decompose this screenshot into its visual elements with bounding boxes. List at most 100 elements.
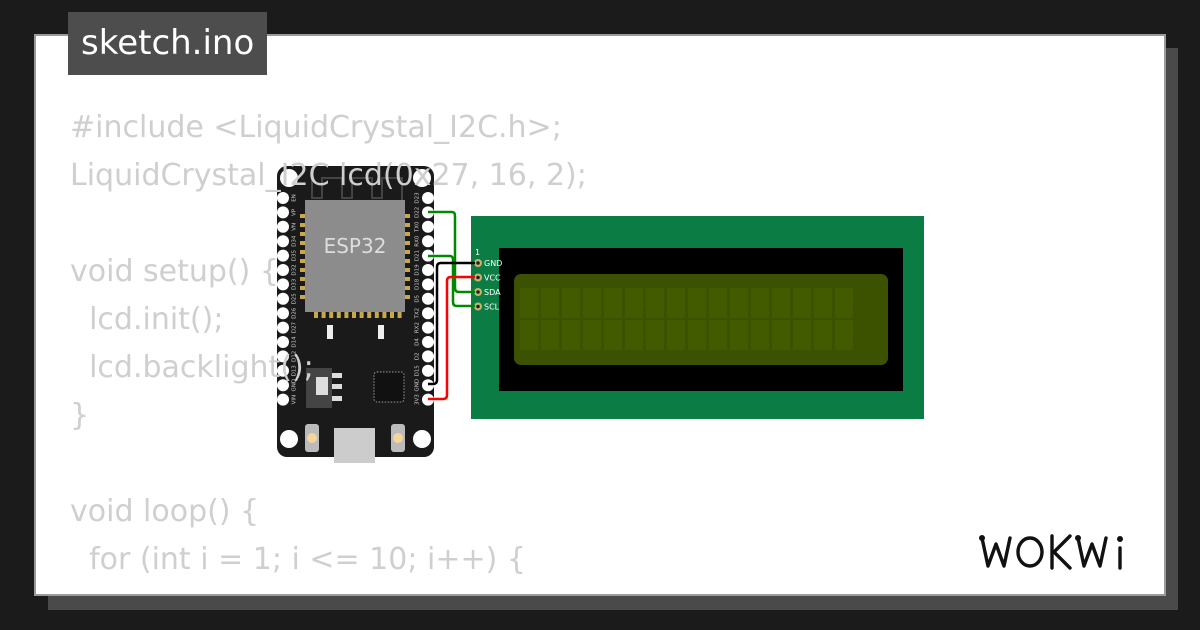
lcd-pin-label: SCL: [484, 303, 500, 312]
pin-label: D33: [292, 278, 298, 290]
lcd-char-cell: [541, 320, 559, 350]
usb-port: [334, 428, 375, 463]
lcd-char-cell: [625, 288, 643, 318]
lcd-char-cell: [604, 288, 622, 318]
pin-label: D25: [292, 293, 298, 305]
esp32-pin[interactable]: [277, 393, 289, 406]
pin-label: 3V3: [415, 394, 421, 405]
pin-label: D2: [415, 353, 421, 361]
pin-label: TX0: [415, 221, 421, 233]
lcd-pin-label: SDA: [484, 288, 501, 297]
lcd-char-cell: [625, 320, 643, 350]
lcd-char-cell: [751, 288, 769, 318]
esp32-pin[interactable]: [277, 264, 289, 276]
pin1-marker: 1: [475, 248, 480, 257]
pin-label: VN: [292, 223, 298, 231]
esp32-pin[interactable]: [277, 249, 289, 262]
esp32-chip: [305, 200, 405, 312]
wires[interactable]: [428, 210, 475, 401]
lcd-char-cell: [646, 320, 664, 350]
wire-gnd: [428, 261, 475, 386]
pin-label: D12: [292, 351, 298, 362]
esp32-pin[interactable]: [422, 192, 434, 204]
lcd-char-cell: [688, 320, 706, 350]
pin-label: RX0: [415, 235, 421, 247]
lcd-char-cell: [835, 320, 853, 350]
esp32-pin[interactable]: [277, 206, 289, 219]
pin-label: TX2: [415, 308, 421, 320]
pin-label: D14: [292, 336, 298, 348]
esp32-pin[interactable]: [277, 336, 289, 348]
esp32-pin[interactable]: [422, 321, 434, 334]
pin-label: VIN: [292, 395, 298, 405]
pin-label: D18: [415, 278, 421, 290]
lcd-char-cell: [541, 288, 559, 318]
pin-label: EN: [292, 194, 298, 202]
esp32-pin[interactable]: [422, 292, 434, 305]
wire-sda: [428, 210, 475, 294]
lcd-char-cell: [583, 320, 601, 350]
lcd-char-cell: [562, 320, 580, 350]
esp32-pin[interactable]: [422, 350, 434, 363]
wokwi-logo: [979, 534, 1123, 570]
pin-label: D23: [415, 192, 421, 204]
lcd-char-cell: [814, 320, 832, 350]
esp32-pin[interactable]: [422, 278, 434, 291]
lcd-char-cell: [751, 320, 769, 350]
lcd-char-cell: [520, 288, 538, 318]
pin-label: D5: [415, 294, 421, 302]
esp32-pin[interactable]: [277, 278, 289, 291]
lcd-screen: [514, 274, 888, 365]
lcd-char-cell: [772, 288, 790, 318]
esp32-pin[interactable]: [422, 336, 434, 348]
esp32-pin[interactable]: [277, 350, 289, 363]
esp32-pin[interactable]: [277, 379, 289, 392]
esp32-board[interactable]: ESP32 ENVPVND34D35D32D33D25D26D27D14D12D…: [277, 166, 434, 463]
esp32-pin[interactable]: [422, 220, 434, 233]
pin-label: D27: [292, 321, 298, 333]
lcd-pin-label: VCC: [484, 274, 501, 283]
lcd-char-cell: [688, 288, 706, 318]
esp32-pin[interactable]: [277, 292, 289, 305]
esp32-pin[interactable]: [277, 192, 289, 204]
esp32-pin[interactable]: [422, 307, 434, 320]
esp32-pin[interactable]: [422, 364, 434, 377]
esp32-pin[interactable]: [277, 321, 289, 334]
pin-label: D26: [292, 307, 298, 319]
lcd-char-cell: [772, 320, 790, 350]
lcd-char-cell: [646, 288, 664, 318]
lcd-char-cell: [730, 320, 748, 350]
lcd-1602[interactable]: 1 GND VCC SDA SCL: [471, 216, 924, 419]
pin-label: D22: [415, 207, 421, 218]
esp32-pin[interactable]: [422, 235, 434, 248]
lcd-char-cell: [667, 320, 685, 350]
esp32-pin[interactable]: [277, 220, 289, 233]
pin-label: GND: [415, 379, 421, 392]
lcd-pin-label: GND: [484, 259, 502, 268]
lcd-char-cell: [709, 288, 727, 318]
lcd-char-cell: [709, 320, 727, 350]
pin-label: D21: [415, 250, 421, 261]
pin-label: D32: [292, 264, 298, 275]
pin-label: D13: [292, 365, 298, 377]
lcd-char-cell: [520, 320, 538, 350]
wire-vcc: [428, 275, 475, 401]
esp32-pin[interactable]: [422, 264, 434, 276]
pin-label: D15: [415, 365, 421, 377]
esp32-pin[interactable]: [277, 235, 289, 248]
lcd-char-cell: [604, 320, 622, 350]
esp32-pin[interactable]: [277, 307, 289, 320]
pin-label: VP: [292, 208, 298, 216]
chip-label: ESP32: [324, 234, 387, 258]
wire-scl: [428, 254, 475, 308]
pin-label: D19: [415, 264, 421, 276]
lcd-char-cell: [814, 288, 832, 318]
lcd-char-cell: [583, 288, 601, 318]
lcd-char-cell: [793, 320, 811, 350]
lcd-char-cell: [793, 288, 811, 318]
file-tab[interactable]: sketch.ino: [68, 12, 268, 75]
esp32-pin[interactable]: [277, 364, 289, 377]
lcd-char-cell: [667, 288, 685, 318]
pin-label: GND: [292, 379, 298, 392]
